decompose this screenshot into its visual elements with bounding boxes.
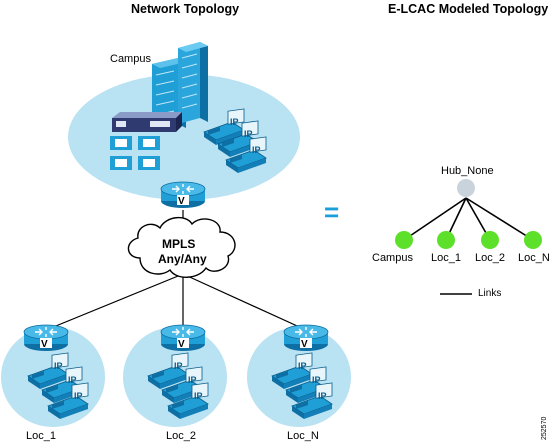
loc2-router-mark: V — [178, 339, 185, 350]
model-campus-label: Campus — [372, 252, 413, 264]
loc1-phone-ip-mark: IP — [74, 391, 83, 401]
loc1-router-mark: V — [41, 339, 48, 350]
cloud-label-line1: MPLS — [162, 237, 196, 251]
cloud-locn-link — [182, 273, 307, 331]
loc2-node — [481, 231, 499, 249]
locn-site — [247, 324, 351, 427]
loc2-phone-ip-mark: IP — [188, 375, 197, 385]
campus-phone-ip-mark: IP — [230, 117, 239, 127]
campus-node — [395, 231, 413, 249]
left-title: Network Topology — [131, 2, 240, 16]
locn-router-mark: V — [301, 339, 308, 350]
campus-phone-ip-mark: IP — [244, 129, 253, 139]
cloud-label-line2: Any/Any — [158, 252, 207, 266]
model-locn-label: Loc_N — [518, 252, 550, 264]
campus-router-mark: V — [178, 196, 185, 207]
cloud-loc1-link — [45, 273, 184, 331]
loc2-phone-ip-mark: IP — [194, 391, 203, 401]
mpls-cloud — [127, 217, 236, 278]
server-rack-icon — [112, 112, 182, 132]
locn-label: Loc_N — [287, 430, 319, 442]
hub-label: Hub_None — [441, 165, 494, 177]
campus-label: Campus — [110, 53, 151, 65]
loc1-phone-ip-mark: IP — [54, 361, 63, 371]
locn-phone-ip-mark: IP — [318, 391, 327, 401]
locn-phone-ip-mark: IP — [312, 375, 321, 385]
hub-node — [457, 179, 475, 197]
loc2-phone-ip-mark: IP — [174, 361, 183, 371]
loc2-site — [123, 324, 227, 427]
gateway-boxes-icon — [110, 136, 160, 170]
locn-phone-ip-mark: IP — [298, 361, 307, 371]
loc1-phone-ip-mark: IP — [68, 375, 77, 385]
model-loc1-label: Loc_1 — [431, 252, 461, 264]
loc1-label: Loc_1 — [26, 430, 56, 442]
legend-label: Links — [478, 288, 502, 299]
loc2-label: Loc_2 — [166, 430, 196, 442]
figure-id: 252570 — [541, 416, 548, 440]
model-links — [403, 197, 534, 241]
campus-phone-ip-mark: IP — [252, 145, 261, 155]
equals-sign: = — [324, 197, 340, 227]
loc1-site — [1, 324, 105, 427]
model-loc2-label: Loc_2 — [475, 252, 505, 264]
loc1-node — [437, 231, 455, 249]
locn-node — [524, 231, 542, 249]
right-title: E-LCAC Modeled Topology — [388, 2, 549, 16]
